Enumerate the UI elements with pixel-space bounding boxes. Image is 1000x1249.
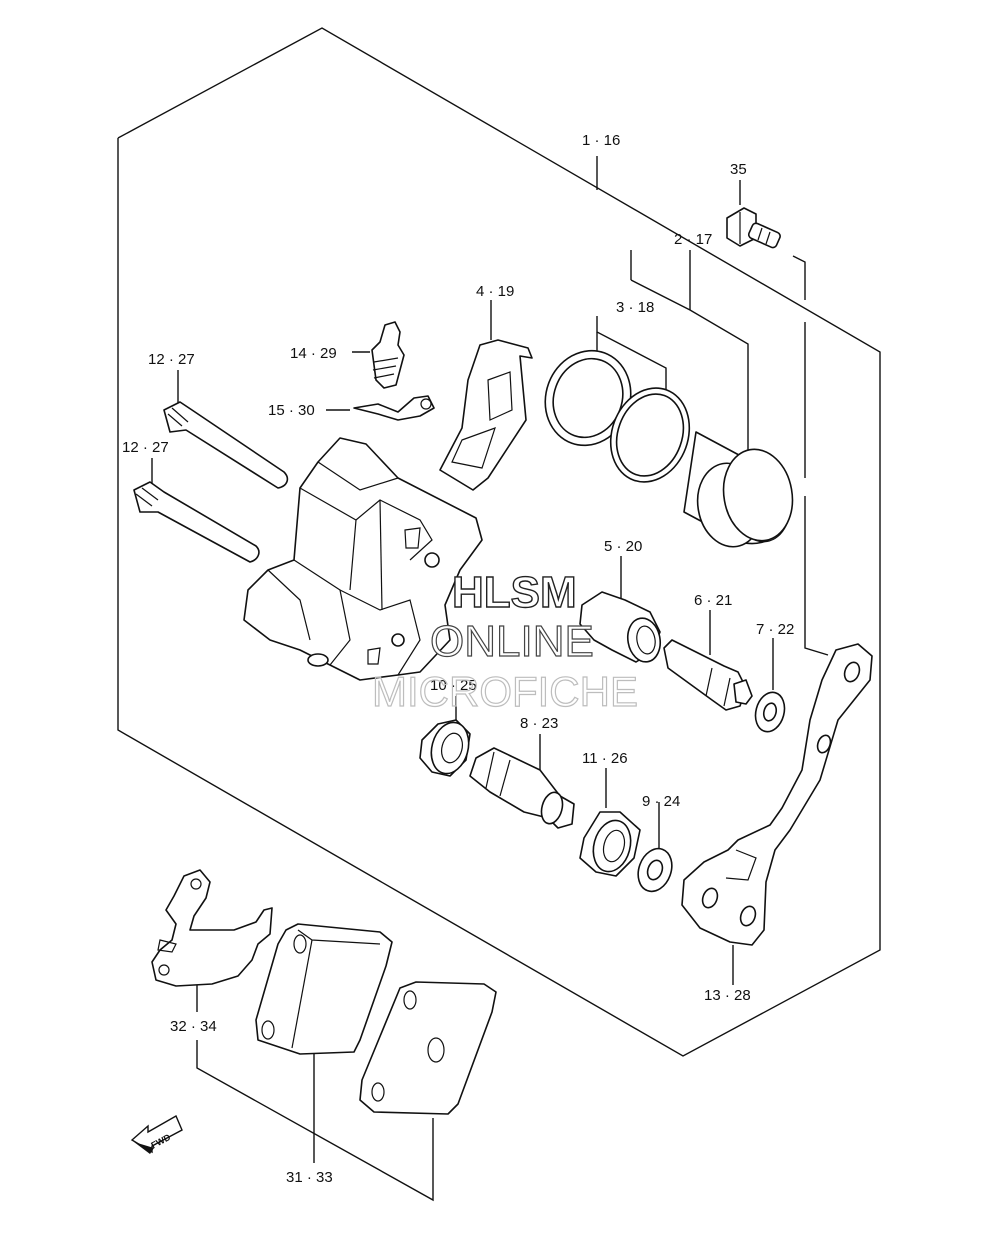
fwd-arrow-icon: FWD xyxy=(130,1115,183,1154)
boot-10 xyxy=(419,719,471,777)
label-5-20: 5 · 20 xyxy=(604,538,642,555)
caliper-bracket-13 xyxy=(681,643,873,946)
label-32-34: 32 · 34 xyxy=(170,1018,217,1035)
label-11-26: 11 · 26 xyxy=(582,750,628,767)
label-4-19: 4 · 19 xyxy=(476,283,514,300)
label-14-29: 14 · 29 xyxy=(290,345,337,362)
bleeder-valve-14 xyxy=(371,321,405,389)
brake-pad-31-front xyxy=(255,923,393,1055)
label-31-33: 31 · 33 xyxy=(286,1169,333,1186)
label-10-25: 10 · 25 xyxy=(430,677,477,694)
label-15-30: 15 · 30 xyxy=(268,402,315,419)
dust-seal-ring xyxy=(609,387,691,483)
label-35: 35 xyxy=(730,161,747,178)
washer-7 xyxy=(754,691,786,733)
label-12-27-upper: 12 · 27 xyxy=(148,351,195,368)
pad-spring-4 xyxy=(439,339,533,491)
bolt-35 xyxy=(726,207,781,249)
slide-pin-6 xyxy=(663,639,753,711)
label-6-21: 6 · 21 xyxy=(694,592,732,609)
washer-9 xyxy=(637,847,673,893)
slide-pin-12-upper xyxy=(163,401,289,489)
label-2-17: 2 · 17 xyxy=(674,231,712,248)
watermark-line3: MICROFICHE xyxy=(372,668,638,715)
label-12-27-lower: 12 · 27 xyxy=(122,439,169,456)
boot-5 xyxy=(579,591,662,663)
pad-shim-32 xyxy=(151,869,273,987)
slide-pin-12-lower xyxy=(133,481,260,563)
boot-11 xyxy=(579,811,641,877)
watermark-line2: ONLINE xyxy=(430,617,594,666)
label-9-24: 9 · 24 xyxy=(642,793,680,810)
piston-seal-3 xyxy=(544,349,632,447)
slide-pin-8 xyxy=(469,747,575,829)
part-labels: 1 · 16 35 2 · 17 3 · 18 4 · 19 14 · 29 1… xyxy=(122,132,794,1186)
piston-2 xyxy=(683,431,794,548)
label-3-18: 3 · 18 xyxy=(616,299,654,316)
watermark: HLSM ONLINE MICROFICHE xyxy=(371,567,638,715)
label-8-23: 8 · 23 xyxy=(520,715,558,732)
leader-lines xyxy=(151,156,829,1202)
label-7-22: 7 · 22 xyxy=(756,621,794,638)
label-1-16: 1 · 16 xyxy=(582,132,620,149)
brake-pad-31-rear xyxy=(359,981,497,1115)
label-13-28: 13 · 28 xyxy=(704,987,751,1004)
watermark-line1: HLSM xyxy=(452,568,577,617)
bleeder-cap-15 xyxy=(353,395,435,421)
assembly-boundary xyxy=(117,27,881,1057)
caliper-body xyxy=(243,437,483,681)
